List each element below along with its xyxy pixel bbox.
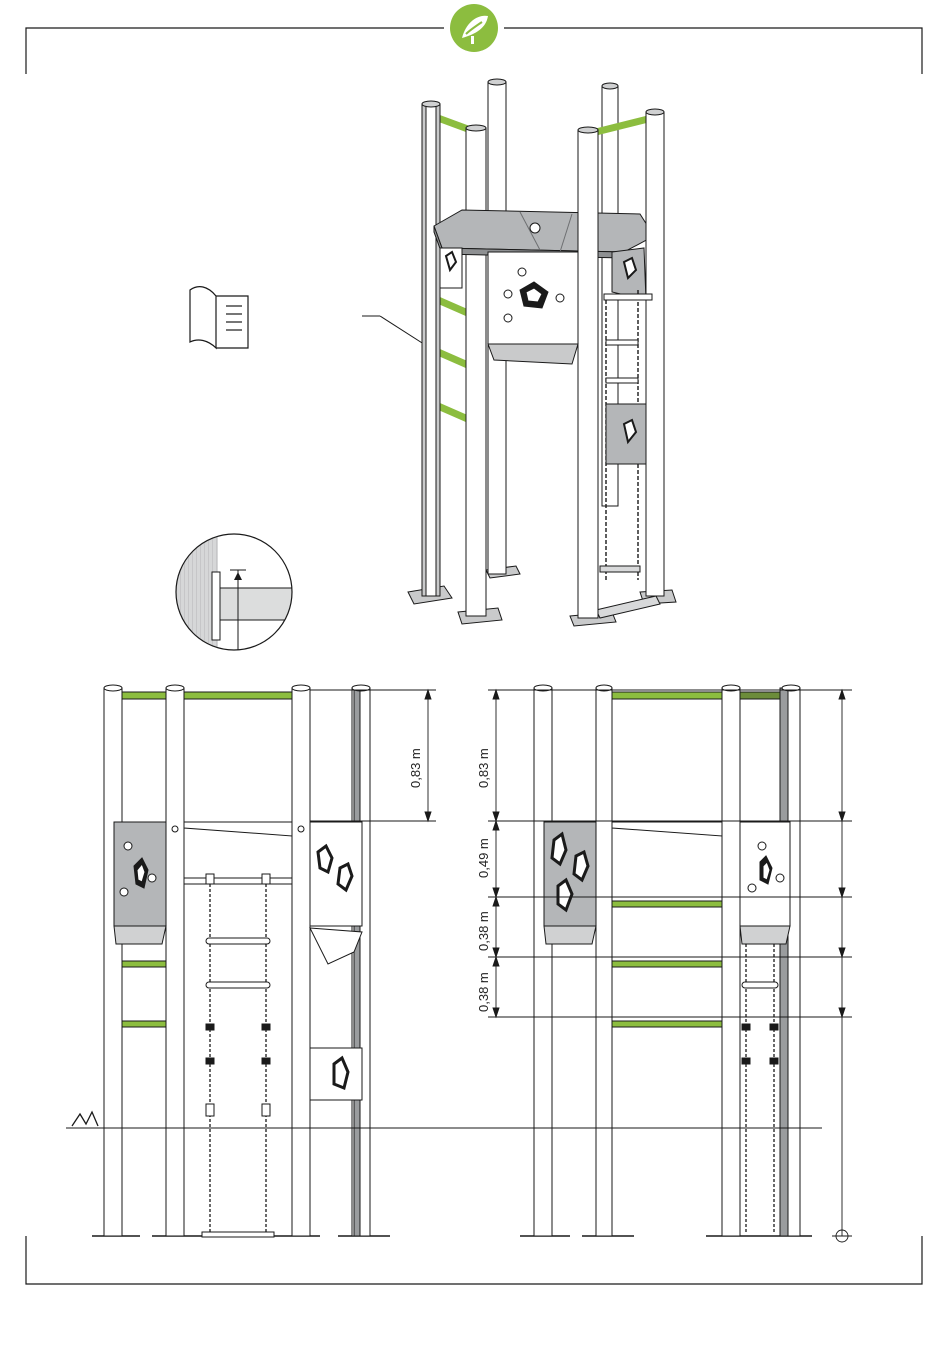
dimension-label: 0,49 m [476, 838, 491, 878]
ground-level-icon [72, 1112, 98, 1126]
detail-magnifier-icon [170, 530, 300, 660]
leaf-logo-icon [450, 4, 498, 52]
dimension-label: 0,83 m [408, 748, 423, 788]
dimension-label: 0,38 m [476, 972, 491, 1012]
elevation-left [92, 685, 390, 1237]
elevation-right [520, 685, 812, 1236]
dimension-label: 0,83 m [476, 748, 491, 788]
manual-book-icon [190, 287, 248, 348]
isometric-tower [408, 79, 676, 626]
dimension-label: 0,38 m [476, 911, 491, 951]
